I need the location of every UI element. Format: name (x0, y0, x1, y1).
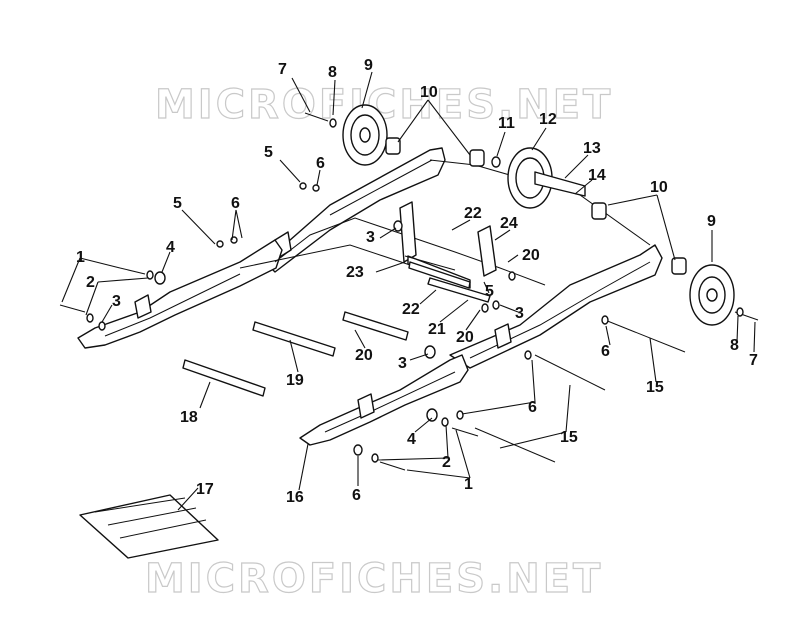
callout-8-right: 8 (730, 337, 739, 354)
rear-axle-wheel (491, 147, 586, 209)
callout-5-c: 5 (485, 283, 494, 300)
callout-1-b: 1 (464, 476, 473, 493)
left-slide-rail (77, 239, 283, 349)
callout-7-top: 7 (278, 61, 287, 78)
cross-shafts (182, 261, 471, 397)
callout-9-right: 9 (707, 213, 716, 230)
callout-8-top: 8 (328, 64, 337, 81)
callout-19: 19 (286, 372, 304, 389)
idler-wheel-right (689, 264, 735, 326)
callout-18: 18 (180, 409, 198, 426)
callout-14: 14 (588, 167, 606, 184)
callout-24: 24 (500, 215, 518, 232)
callout-2-left: 2 (86, 274, 95, 291)
callout-5-b: 5 (173, 195, 182, 212)
callout-22-b: 22 (402, 301, 420, 318)
callout-10-top: 10 (420, 84, 438, 101)
callout-labels: 7 8 9 10 11 12 13 14 10 5 6 5 6 22 24 3 … (76, 57, 758, 506)
callout-3-a: 3 (366, 229, 375, 246)
callout-4-left: 4 (166, 239, 175, 256)
callout-15-a: 15 (646, 379, 664, 396)
callout-22-top: 22 (464, 205, 482, 222)
right-slide-rail (299, 354, 469, 446)
callout-5-a: 5 (264, 144, 273, 161)
right-rear-rail (449, 244, 663, 369)
callout-11: 11 (498, 115, 515, 132)
callout-7-right: 7 (749, 352, 758, 369)
callout-23: 23 (346, 264, 364, 281)
callout-2-b: 2 (442, 454, 451, 471)
callout-17: 17 (196, 481, 214, 498)
callout-16: 16 (286, 489, 304, 506)
callout-21: 21 (428, 321, 446, 338)
long-bolts (474, 319, 686, 463)
rear-slide-rail (264, 147, 446, 273)
callout-15-b: 15 (560, 429, 578, 446)
callout-6-b: 6 (231, 195, 240, 212)
callout-20-b: 20 (456, 329, 474, 346)
callout-6-d: 6 (528, 399, 537, 416)
center-brackets (399, 201, 497, 303)
callout-10-right: 10 (650, 179, 668, 196)
callout-20-c: 20 (355, 347, 373, 364)
callout-12: 12 (539, 111, 557, 128)
callout-6-e: 6 (352, 487, 361, 504)
callout-4-b: 4 (407, 431, 416, 448)
callout-13: 13 (583, 140, 601, 157)
track-clip-assembly (79, 494, 219, 559)
callout-6-a: 6 (316, 155, 325, 172)
callout-3-b: 3 (112, 293, 121, 310)
callout-1-left: 1 (76, 249, 85, 266)
watermark-bottom: MICROFICHES.NET (145, 556, 603, 602)
idler-wheel-top (342, 104, 388, 166)
callout-6-c: 6 (601, 343, 610, 360)
leader-lines (61, 71, 756, 511)
callout-9-top: 9 (364, 57, 373, 74)
callout-3-d: 3 (398, 355, 407, 372)
callout-20-a: 20 (522, 247, 540, 264)
spacers (385, 137, 687, 275)
callout-3-c: 3 (515, 305, 524, 322)
